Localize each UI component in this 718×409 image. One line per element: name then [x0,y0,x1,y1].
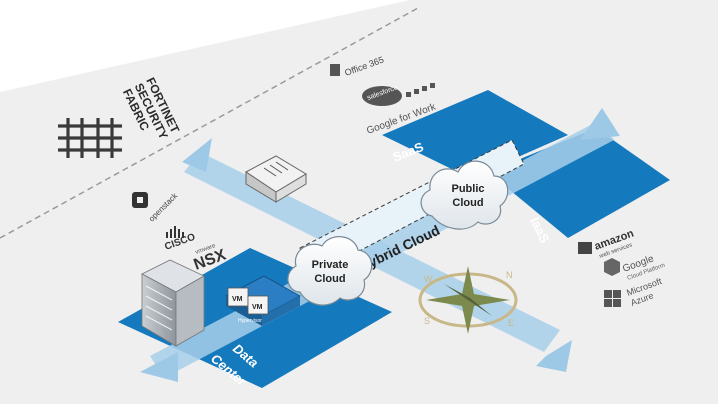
saas-platform [382,90,568,178]
upper-left-arrow [182,138,212,172]
compass-e: E [508,318,514,328]
fortinet-logo [58,118,122,158]
lower-right-arrow [536,340,572,372]
public-cloud-label-2: Cloud [452,197,483,209]
lower-left-arrow [140,352,178,382]
compass-n: N [506,270,513,280]
vm-label-2: VM [252,304,263,311]
firewall-appliance [245,155,307,203]
compass-rose: N E S W [418,266,518,334]
hypervisor-label: Hypervisor [238,318,262,324]
private-cloud-label-2: Cloud [314,273,345,285]
private-cloud-label-1: Private [312,259,349,271]
compass-w: W [424,274,433,284]
virtualization-stack: VM VM Hypervisor [225,275,301,326]
building-icon [141,259,205,347]
salesforce-logo: salesforce [362,83,435,106]
compass-s: S [424,316,430,326]
vm-label-1: VM [232,296,243,303]
public-cloud-label-1: Public [451,183,484,195]
vm-box-2 [247,295,269,315]
public-cloud: Public Cloud [420,160,509,230]
upper-right-arrow [580,108,620,140]
private-cloud: Private Cloud [287,236,373,306]
